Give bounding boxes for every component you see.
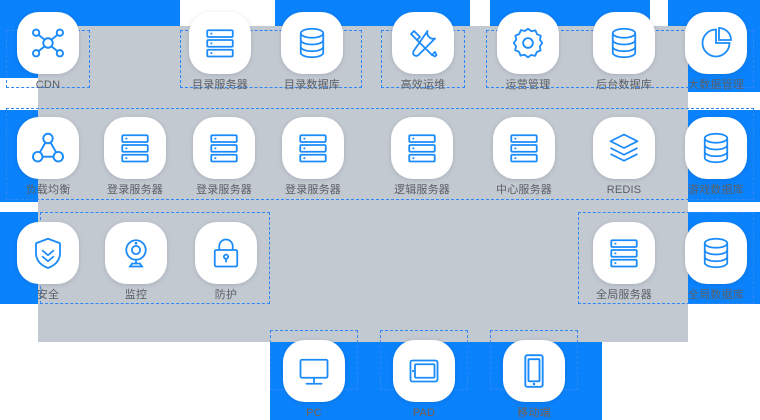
desktop-monitor-icon <box>283 340 345 402</box>
node-label: 目录数据库 <box>284 79 340 91</box>
database-cylinder-icon <box>685 117 747 179</box>
node-global-db[interactable]: 全局数据库 <box>680 222 752 302</box>
node-login-server-2[interactable]: 登录服务器 <box>188 117 260 197</box>
server-rack-icon <box>493 117 555 179</box>
node-protection[interactable]: 防护 <box>190 222 262 302</box>
node-label: 运营管理 <box>505 79 551 91</box>
node-mobile[interactable]: 移动端 <box>498 340 570 420</box>
load-balancer-icon <box>17 117 79 179</box>
node-load-balance[interactable]: 负载均衡 <box>12 117 84 197</box>
accent-tile-top-band-a <box>88 0 180 26</box>
node-pc[interactable]: PC <box>278 340 350 420</box>
server-rack-icon <box>189 12 251 74</box>
node-label: PC <box>306 407 322 419</box>
node-monitor[interactable]: 监控 <box>100 222 172 302</box>
node-login-server-3[interactable]: 登录服务器 <box>277 117 349 197</box>
shield-icon <box>17 222 79 284</box>
node-redis[interactable]: REDIS <box>588 117 660 197</box>
node-label: 游戏数据库 <box>688 184 744 196</box>
node-dir-db[interactable]: 目录数据库 <box>276 12 348 92</box>
node-label: 防护 <box>214 289 238 301</box>
node-label: 后台数据库 <box>596 79 652 91</box>
node-label: 登录服务器 <box>107 184 163 196</box>
node-pad[interactable]: PAD <box>388 340 460 420</box>
group-box-directory <box>180 30 362 88</box>
node-label: 全局数据库 <box>688 289 744 301</box>
node-security[interactable]: 安全 <box>12 222 84 302</box>
node-ops[interactable]: 高效运维 <box>387 12 459 92</box>
server-rack-icon <box>193 117 255 179</box>
smartphone-icon <box>503 340 565 402</box>
node-dir-server[interactable]: 目录服务器 <box>184 12 256 92</box>
node-label: 中心服务器 <box>496 184 552 196</box>
node-global-server[interactable]: 全局服务器 <box>588 222 660 302</box>
backdrop-panel <box>38 26 688 342</box>
server-rack-icon <box>391 117 453 179</box>
node-label: 目录服务器 <box>192 79 248 91</box>
pie-chart-icon <box>685 12 747 74</box>
server-rack-icon <box>593 222 655 284</box>
node-label: 大数据管理 <box>688 79 744 91</box>
node-label: 安全 <box>36 289 60 301</box>
lock-icon <box>195 222 257 284</box>
wrench-screwdriver-icon <box>392 12 454 74</box>
node-backend-db[interactable]: 后台数据库 <box>588 12 660 92</box>
node-ops-mgmt[interactable]: 运营管理 <box>492 12 564 92</box>
node-label: 高效运维 <box>400 79 446 91</box>
cdn-network-icon <box>17 12 79 74</box>
node-bigdata-mgmt[interactable]: 大数据管理 <box>680 12 752 92</box>
group-box-service <box>6 108 754 200</box>
node-label: 监控 <box>124 289 148 301</box>
node-center-server[interactable]: 中心服务器 <box>488 117 560 197</box>
node-label: 登录服务器 <box>196 184 252 196</box>
node-label: REDIS <box>606 184 642 196</box>
node-label: 移动端 <box>517 407 551 419</box>
node-logic-server[interactable]: 逻辑服务器 <box>386 117 458 197</box>
node-label: PAD <box>412 407 436 419</box>
node-login-server-1[interactable]: 登录服务器 <box>99 117 171 197</box>
server-rack-icon <box>282 117 344 179</box>
camera-monitor-icon <box>105 222 167 284</box>
layers-stack-icon <box>593 117 655 179</box>
database-cylinder-icon <box>593 12 655 74</box>
node-label: 登录服务器 <box>285 184 341 196</box>
node-label: 负载均衡 <box>25 184 71 196</box>
tablet-icon <box>393 340 455 402</box>
group-box-global <box>578 212 754 304</box>
node-label: 逻辑服务器 <box>394 184 450 196</box>
node-label: 全局服务器 <box>596 289 652 301</box>
server-rack-icon <box>104 117 166 179</box>
node-game-db[interactable]: 游戏数据库 <box>680 117 752 197</box>
database-cylinder-icon <box>281 12 343 74</box>
database-cylinder-icon <box>685 222 747 284</box>
node-cdn[interactable]: CDN <box>12 12 84 92</box>
gear-icon <box>497 12 559 74</box>
node-label: CDN <box>35 79 61 91</box>
